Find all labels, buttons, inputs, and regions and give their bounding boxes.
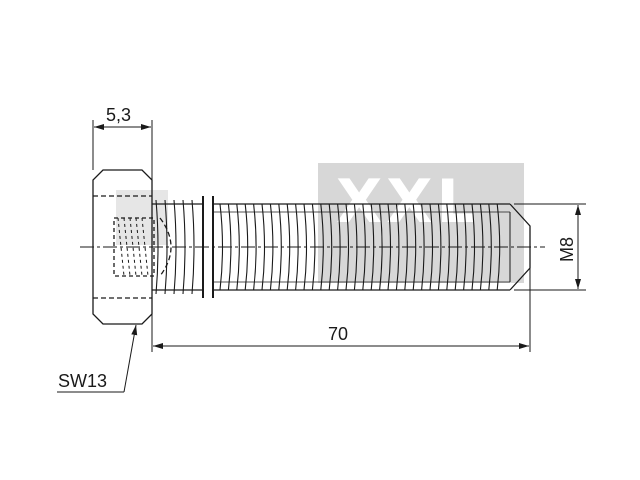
thread-coil — [488, 203, 492, 291]
wrench-size-label: SW13 — [58, 371, 107, 391]
head-outline — [92, 169, 153, 325]
thread-coil — [236, 203, 240, 291]
dim-thread — [514, 203, 586, 291]
leader-wrench-size — [57, 324, 138, 393]
dim-head-height-label: 5,3 — [106, 105, 131, 125]
thread-coil — [253, 203, 257, 291]
thread-coil — [421, 203, 425, 291]
thread-coil — [437, 203, 442, 291]
dim-length — [151, 268, 531, 352]
bolt-head — [92, 169, 155, 325]
dim-length-label: 70 — [328, 324, 348, 344]
thread-coil — [328, 203, 333, 291]
thread-coil — [278, 203, 282, 291]
watermark-box — [318, 163, 524, 283]
leader-line — [123, 324, 138, 393]
thread-cone — [159, 217, 172, 277]
thread-coil — [345, 203, 350, 291]
watermark: XXL — [116, 163, 524, 283]
watermark-text: XXL — [336, 167, 479, 237]
dim-thread-label: M8 — [557, 237, 577, 262]
dim-head-height — [92, 120, 153, 180]
